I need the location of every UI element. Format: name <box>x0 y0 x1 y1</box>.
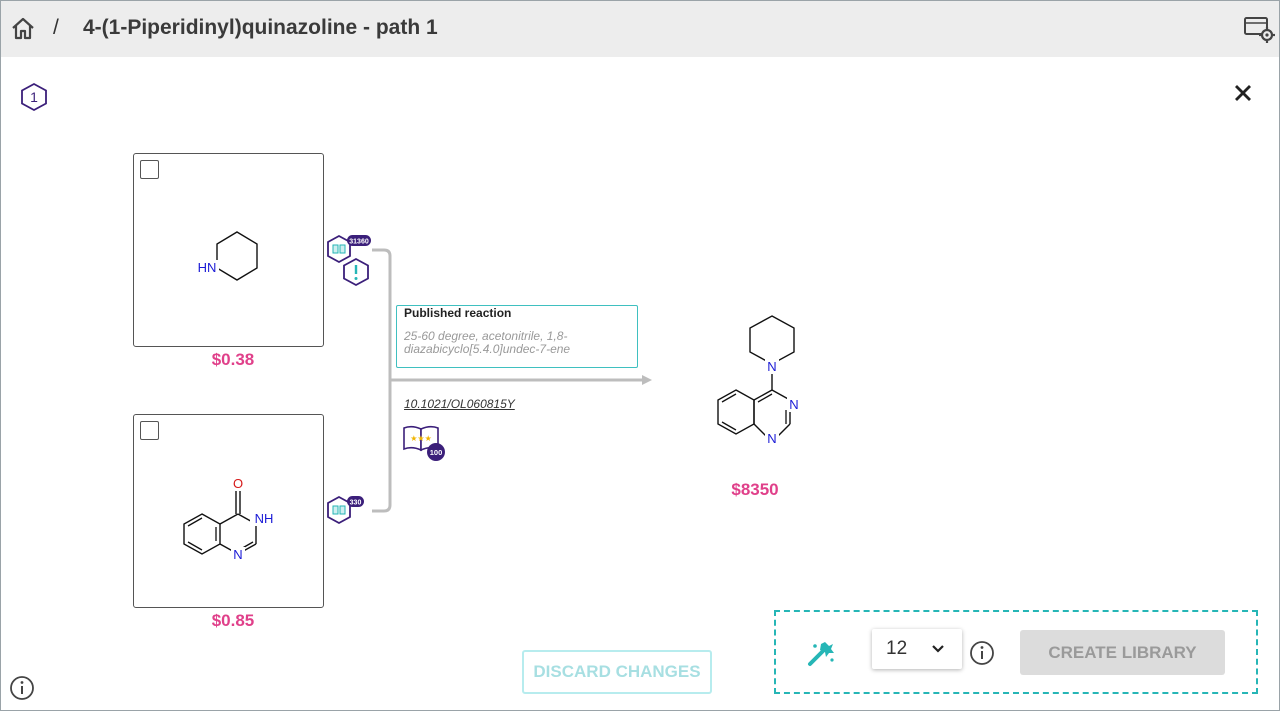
breadcrumb-separator: / <box>53 16 59 39</box>
info-icon[interactable] <box>9 675 35 701</box>
wand-icon[interactable] <box>807 638 837 668</box>
reactant-price: $0.38 <box>211 350 255 369</box>
svg-text:★★★: ★★★ <box>410 434 432 443</box>
close-icon[interactable] <box>1232 82 1254 104</box>
reactant-checkbox[interactable] <box>140 421 159 440</box>
reference-count: 330 <box>350 500 362 507</box>
step-number: 1 <box>30 89 38 105</box>
atom-label: N <box>233 547 242 562</box>
page-title: 4-(1-Piperidinyl)quinazoline - path 1 <box>83 16 438 39</box>
atom-label: N <box>789 397 798 412</box>
reference-count: 31360 <box>349 239 369 246</box>
book-icon[interactable]: 330 <box>325 494 369 526</box>
reaction-conditions: 25-60 degree, acetonitrile, 1,8-diazabic… <box>404 329 571 356</box>
reaction-title: Published reaction <box>404 306 512 320</box>
book-icon[interactable]: 31360 <box>325 233 373 265</box>
product-price: $8350 <box>731 480 779 499</box>
discard-changes-button[interactable]: DISCARD CHANGES <box>522 650 712 694</box>
library-action-panel <box>774 610 1258 694</box>
home-icon[interactable] <box>9 15 37 43</box>
reaction-arrow <box>372 248 652 513</box>
atom-label: N <box>767 431 776 446</box>
reactant-checkbox[interactable] <box>140 160 159 179</box>
product-structure: N N N <box>717 315 801 446</box>
reaction-info-box[interactable]: Published reaction 25-60 degree, acetoni… <box>396 305 638 368</box>
top-bar: / 4-(1-Piperidinyl)quinazoline - path 1 <box>1 1 1279 57</box>
literature-icon[interactable]: ★★★ 100 <box>402 424 448 462</box>
library-size-select[interactable]: 12 <box>872 629 962 669</box>
atom-label: HN <box>198 260 217 275</box>
create-library-button[interactable]: CREATE LIBRARY <box>1020 630 1225 675</box>
literature-count: 100 <box>430 448 443 457</box>
step-number-badge: 1 <box>21 82 47 112</box>
info-icon[interactable] <box>969 640 995 666</box>
settings-icon[interactable] <box>1243 15 1277 43</box>
atom-label: NH <box>255 511 274 526</box>
warning-icon[interactable] <box>342 257 370 287</box>
quinazolinone-structure: O NH N <box>183 475 276 562</box>
reactant-card-quinazolinone[interactable]: O NH N <box>133 414 324 608</box>
reactant-card-piperidine[interactable]: HN <box>133 153 324 347</box>
library-size-value: 12 <box>886 638 908 659</box>
doi-link[interactable]: 10.1021/OL060815Y <box>404 397 515 411</box>
reactant-price: $0.85 <box>211 611 255 630</box>
piperidine-structure: HN <box>197 231 258 281</box>
atom-label: N <box>767 359 776 374</box>
chevron-down-icon <box>932 645 944 653</box>
atom-label: O <box>233 476 243 491</box>
